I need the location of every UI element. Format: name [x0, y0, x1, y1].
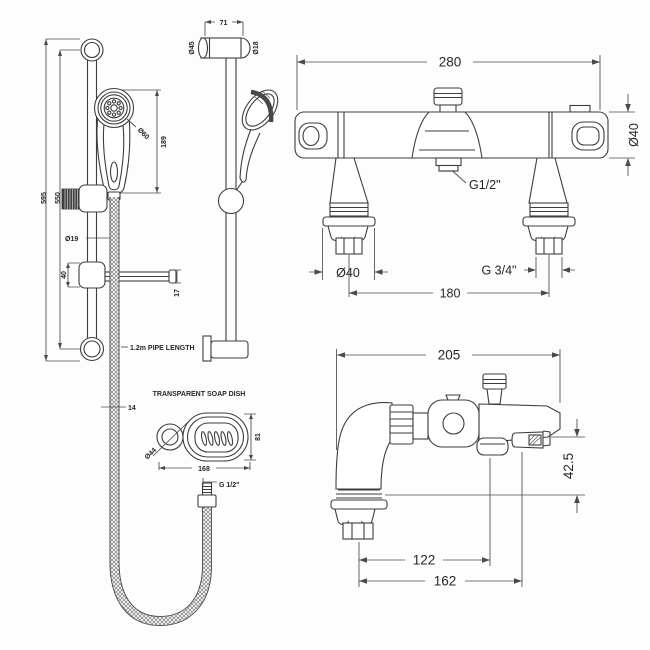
soap-dish-detail: TRANSPARENT SOAP DISH Ø44 81 168	[144, 391, 262, 473]
dim-label-550: 550	[55, 192, 62, 204]
dim-label-body-dia: Ø40	[627, 123, 641, 147]
dim-label-bracket-dia: Ø45	[189, 41, 196, 54]
dim-label-189: 189	[161, 136, 168, 148]
mixer-front-view: 280 G1/2" Ø40	[294, 55, 641, 301]
dim-label-head-dia: Ø60	[136, 127, 150, 141]
label-pipe-length: 1.2m PIPE LENGTH	[130, 345, 195, 352]
dim-label-ring-dia: Ø44	[144, 447, 158, 461]
shower-rail-front-view: 595 550 189 Ø60 Ø	[41, 38, 239, 627]
dim-label-17: 17	[174, 289, 181, 297]
dim-label-122: 122	[413, 553, 436, 568]
dim-label-71: 71	[220, 20, 228, 27]
dim-label-280: 280	[439, 55, 462, 70]
dim-label-rail-dia-side: Ø18	[253, 41, 260, 54]
dim-label-81: 81	[255, 433, 262, 441]
label-shower-thread: G1/2"	[469, 178, 501, 192]
mixer-side-view: 205 42.5	[330, 348, 585, 589]
label-soap-dish-title: TRANSPARENT SOAP DISH	[153, 391, 246, 398]
dim-label-180: 180	[440, 287, 461, 301]
label-hose-thread: G 1/2"	[219, 482, 239, 489]
dim-label-14: 14	[128, 405, 136, 412]
shower-rail-side-view: 71 Ø45 Ø18	[189, 20, 279, 362]
dim-label-595: 595	[41, 192, 48, 204]
dim-label-168: 168	[198, 466, 210, 473]
dim-label-162: 162	[434, 574, 457, 589]
dim-label-205: 205	[438, 348, 461, 363]
dim-label-inlet-thread: G 3/4"	[481, 264, 516, 278]
dim-label-40: 40	[61, 271, 68, 279]
dim-label-rail-dia: Ø19	[65, 236, 78, 243]
dim-label-42-5: 42.5	[561, 453, 576, 479]
dim-label-leg-dia: Ø40	[336, 266, 360, 280]
